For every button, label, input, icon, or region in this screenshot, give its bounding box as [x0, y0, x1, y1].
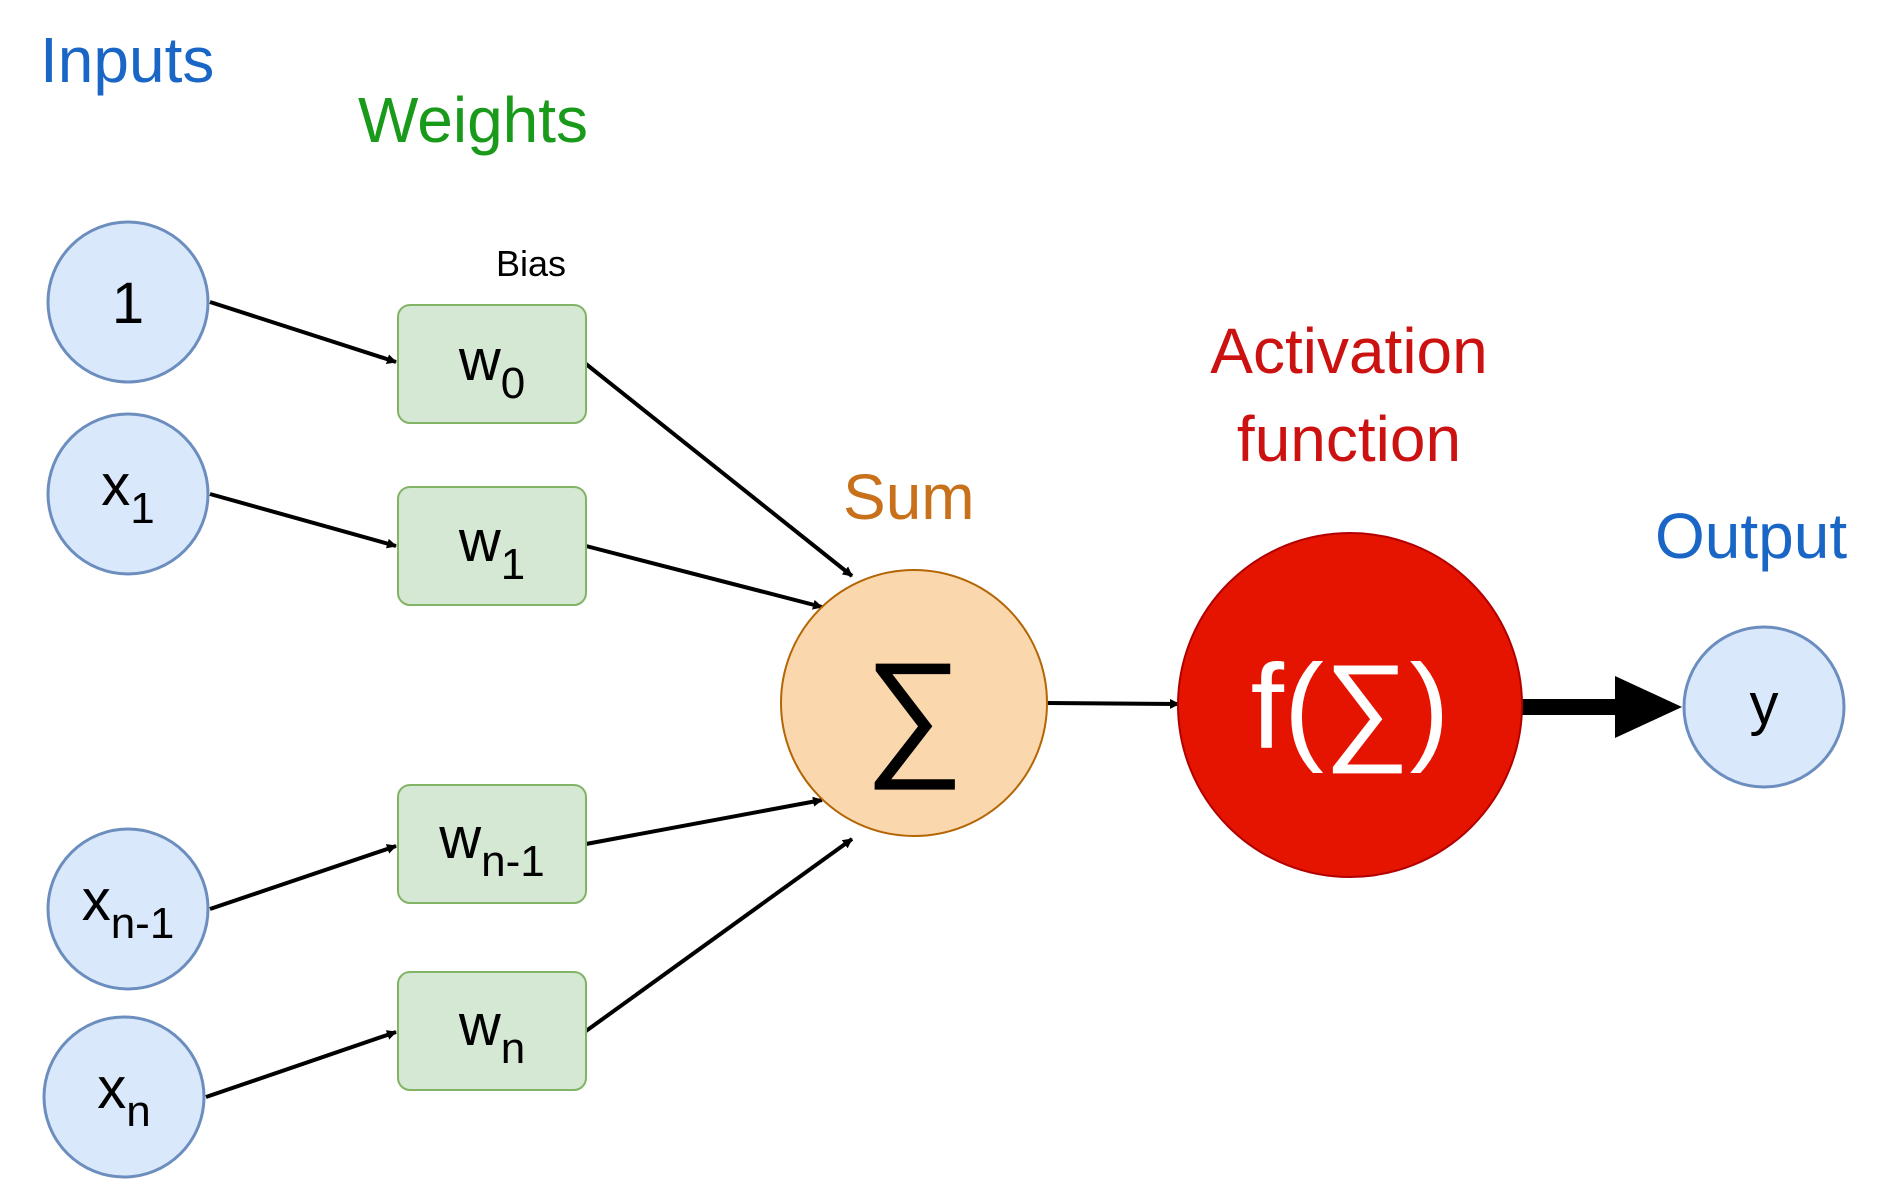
weight-box-w0: w0: [397, 304, 587, 424]
sum-symbol: ∑: [864, 633, 964, 790]
arrow-w1-to-sum: [585, 544, 823, 610]
arrow-w0-to-sum: [584, 362, 854, 578]
weights-heading: Weights: [358, 84, 588, 156]
input-node-x1: x1: [46, 412, 210, 576]
svg-text:w0: w0: [458, 328, 525, 408]
activation-node: f(∑): [1177, 532, 1523, 878]
arrow-xn-to-wn: [205, 1030, 397, 1099]
svg-text:1: 1: [112, 271, 144, 336]
svg-text:xn-1: xn-1: [82, 868, 175, 948]
sum-node: ∑: [780, 569, 1048, 837]
activation-heading-line2: function: [1237, 403, 1461, 475]
output-heading: Output: [1655, 500, 1847, 572]
arrow-input-1-to-w0: [209, 300, 397, 364]
arrow-wn-to-sum: [584, 837, 854, 1033]
output-node: y: [1682, 625, 1846, 789]
output-symbol: y: [1750, 672, 1779, 737]
svg-text:w1: w1: [458, 509, 525, 589]
arrow-sum-to-activation: [1047, 698, 1180, 709]
activation-symbol: f(∑): [1251, 640, 1450, 774]
svg-text:wn: wn: [458, 993, 525, 1073]
input-node-1: 1: [46, 220, 210, 384]
weight-sum-arrows: [584, 362, 854, 1033]
weight-box-w1: w1: [397, 486, 587, 606]
arrow-xn-1-to-wn-1: [209, 844, 397, 911]
input-node-xn-1: xn-1: [46, 827, 210, 991]
arrow-wn-1-to-sum: [585, 796, 823, 846]
arrow-x1-to-w1: [209, 492, 397, 549]
svg-text:x1: x1: [101, 453, 154, 533]
svg-text:wn-1: wn-1: [438, 806, 544, 886]
activation-heading-line1: Activation: [1210, 315, 1487, 387]
svg-text:xn: xn: [97, 1056, 150, 1136]
weight-box-wn-1: wn-1: [397, 784, 587, 904]
sum-heading: Sum: [843, 461, 975, 533]
input-node-xn: xn: [42, 1015, 206, 1179]
arrow-activation-to-output: [1521, 676, 1682, 738]
inputs-heading: Inputs: [40, 24, 214, 96]
input-weight-arrows: [205, 300, 397, 1099]
weight-box-wn: wn: [397, 971, 587, 1091]
bias-label: Bias: [496, 243, 566, 284]
